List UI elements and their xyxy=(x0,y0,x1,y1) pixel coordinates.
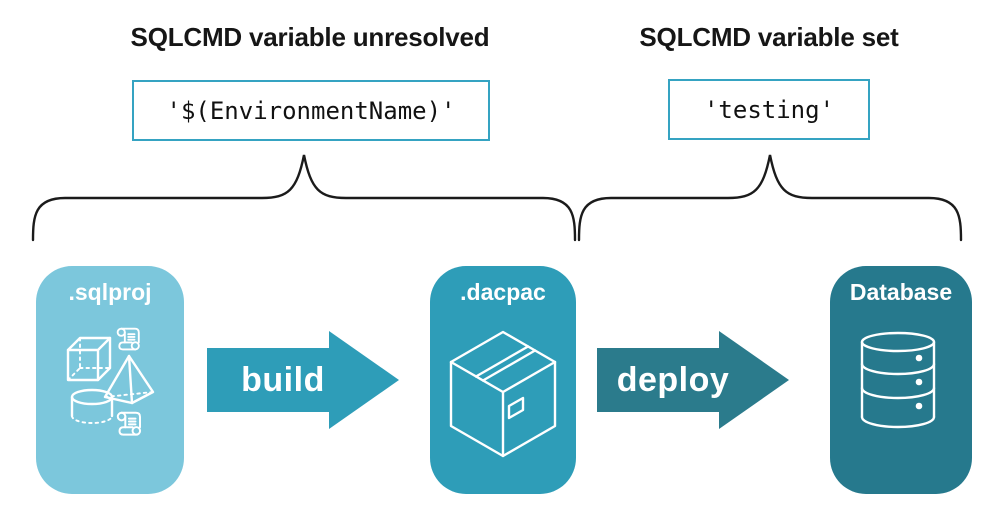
stage-card-sqlproj: .sqlproj xyxy=(36,266,184,494)
code-box-set: 'testing' xyxy=(668,79,870,140)
deploy-arrow: deploy xyxy=(597,331,789,429)
heading-set: SQLCMD variable set xyxy=(639,22,899,52)
stage-card-dacpac: .dacpac xyxy=(430,266,576,494)
curly-brace-right-icon xyxy=(577,154,963,242)
build-arrow: build xyxy=(207,331,399,429)
database-icon xyxy=(860,331,936,429)
stage-label-dacpac: .dacpac xyxy=(460,279,546,305)
cylinder-icon xyxy=(70,388,114,424)
deploy-arrow-label: deploy xyxy=(616,360,730,399)
stage-label-sqlproj: .sqlproj xyxy=(68,279,152,305)
scroll-icon xyxy=(116,411,142,436)
heading-unresolved: SQLCMD variable unresolved xyxy=(130,22,490,52)
stage-card-database: Database xyxy=(830,266,972,494)
code-text-set: 'testing' xyxy=(703,95,835,124)
sql-objects-icon xyxy=(66,327,155,436)
build-arrow-label: build xyxy=(241,360,325,399)
cube-icon xyxy=(66,336,112,382)
curly-brace-left-icon xyxy=(31,154,577,242)
scroll-icon xyxy=(116,327,140,351)
package-icon xyxy=(449,330,557,458)
code-text-unresolved: '$(EnvironmentName)' xyxy=(166,96,456,125)
code-box-unresolved: '$(EnvironmentName)' xyxy=(132,80,490,141)
arrow-right-icon xyxy=(597,331,789,429)
arrow-right-icon xyxy=(207,331,399,429)
stage-label-database: Database xyxy=(849,279,953,305)
